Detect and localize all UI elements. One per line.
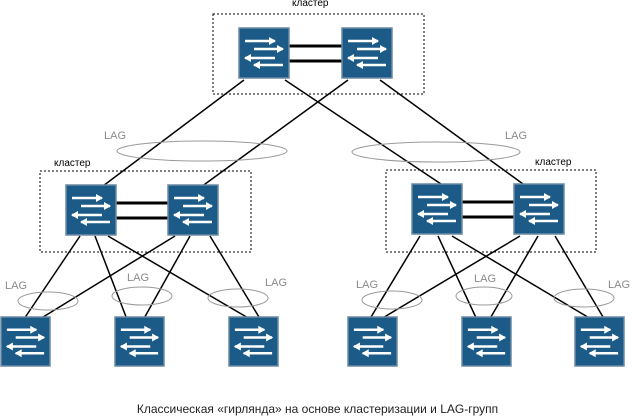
switches [0,27,625,367]
cluster-link-left [116,201,168,220]
lag-ellipses [17,140,615,311]
switch-core-2 [341,27,393,79]
lag-label-access-5: LAG [474,273,496,285]
lag-ellipse-access-1 [17,291,79,311]
switch-access-3 [228,316,279,367]
switch-access-4 [347,316,398,367]
switch-icon [466,325,507,358]
cluster-link-right [462,200,514,219]
switch-access-6 [574,316,625,367]
cluster-label-top: кластер [292,0,329,9]
cluster-label-right: кластер [535,157,572,168]
lag-ellipse-access-3 [207,288,269,308]
lag-ellipse-core-right [351,141,521,163]
switch-icon [5,325,46,358]
lag-label-core-right: LAG [505,130,527,142]
core-uplinks [66,79,557,214]
switch-icon [244,37,284,69]
switch-agg-right-1 [411,183,463,235]
switch-agg-right-2 [513,183,565,235]
switch-icon [579,325,620,358]
switch-core-1 [238,27,290,79]
switch-icon [352,325,393,358]
lag-label-access-1: LAG [5,280,27,292]
switch-icon [233,325,274,358]
lag-label-access-3: LAG [265,277,287,289]
diagram-caption: Классическая «гирлянда» на основе класте… [136,402,499,416]
lag-label-access-6: LAG [608,279,630,291]
switch-agg-left-2 [167,184,219,236]
lag-ellipse-core-left [116,140,288,162]
lag-ellipse-access-2 [111,286,173,306]
cluster-label-left: кластер [54,158,91,169]
lag-ellipse-access-5 [455,286,513,306]
cluster-box-top [212,13,425,95]
switch-icon [173,194,213,226]
switch-icon [71,194,111,226]
switch-icon [347,37,387,69]
cluster-box-left [39,170,252,253]
lag-ellipse-access-4 [361,290,423,310]
switch-icon [417,193,457,225]
switch-access-1 [0,316,51,367]
lag-label-core-left: LAG [104,130,126,142]
cluster-box-right [385,169,597,253]
lag-ellipse-access-6 [553,288,615,308]
switch-agg-left-1 [65,184,117,236]
switch-icon [119,325,160,358]
access-uplinks-left [21,235,263,323]
cluster-link-top [288,44,343,63]
switch-access-2 [114,316,165,367]
switch-icon [519,193,559,225]
switch-access-5 [461,316,512,367]
lag-label-access-4: LAG [356,279,378,291]
lag-label-access-2: LAG [127,272,149,284]
